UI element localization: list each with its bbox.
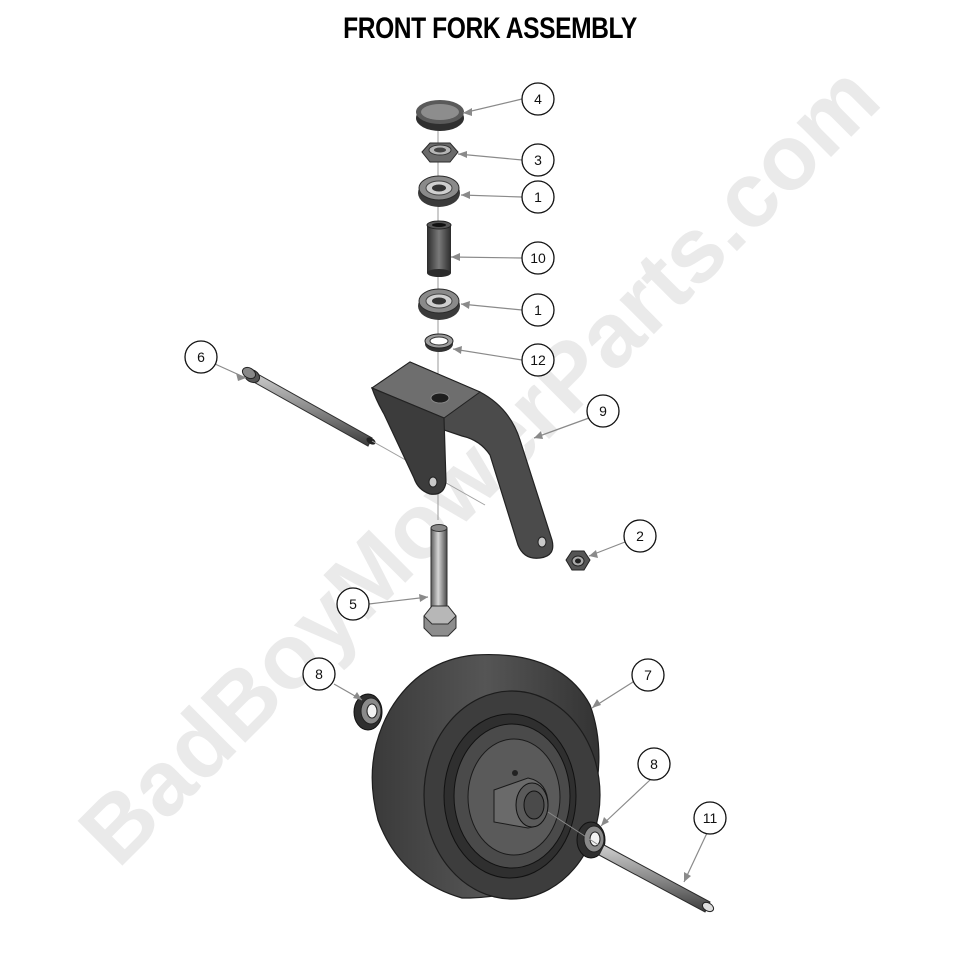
callout-10: 10 xyxy=(521,241,555,275)
callouts: 4 3 1 10 1 12 xyxy=(184,82,727,835)
leader-3 xyxy=(457,153,523,161)
callout-8-right: 8 xyxy=(637,747,671,781)
svg-text:7: 7 xyxy=(644,667,652,683)
svg-text:12: 12 xyxy=(530,352,546,368)
part-spacer-tube xyxy=(426,220,452,277)
leader-1b xyxy=(460,303,523,311)
part-seal-ring xyxy=(424,333,454,352)
leader-9 xyxy=(533,417,590,439)
leader-arrowheads xyxy=(236,108,691,882)
leader-5 xyxy=(368,596,429,605)
part-axle-pin xyxy=(598,844,715,913)
callout-2: 2 xyxy=(623,519,657,553)
part-king-bolt xyxy=(423,524,457,637)
svg-text:8: 8 xyxy=(650,756,658,772)
leader-11 xyxy=(683,832,708,883)
callout-11: 11 xyxy=(693,801,727,835)
svg-text:10: 10 xyxy=(530,250,546,266)
svg-text:6: 6 xyxy=(197,349,205,365)
part-nut xyxy=(421,142,459,163)
leader-4 xyxy=(462,98,523,114)
part-bearing-lower xyxy=(418,288,460,320)
callout-4: 4 xyxy=(521,82,555,116)
svg-text:8: 8 xyxy=(315,666,323,682)
part-wheel-bearing-left xyxy=(353,693,383,731)
part-bearing-upper xyxy=(418,175,460,207)
part-wheel xyxy=(371,653,601,900)
callout-5: 5 xyxy=(336,587,370,621)
svg-text:1: 1 xyxy=(534,189,542,205)
svg-text:1: 1 xyxy=(534,302,542,318)
svg-text:5: 5 xyxy=(349,596,357,612)
part-lock-nut xyxy=(565,550,591,571)
leader-12 xyxy=(452,348,523,361)
callout-7: 7 xyxy=(631,658,665,692)
part-long-bolt xyxy=(241,366,376,447)
part-fork xyxy=(370,361,554,559)
svg-text:4: 4 xyxy=(534,91,542,107)
svg-text:9: 9 xyxy=(599,403,607,419)
svg-text:11: 11 xyxy=(703,810,718,826)
callout-8-left: 8 xyxy=(302,657,336,691)
callout-12: 12 xyxy=(521,343,555,377)
svg-text:2: 2 xyxy=(636,528,644,544)
callout-6: 6 xyxy=(184,340,218,374)
svg-text:3: 3 xyxy=(534,152,542,168)
part-dust-cap xyxy=(416,100,464,131)
leader-1a xyxy=(460,194,523,198)
callout-3: 3 xyxy=(521,143,555,177)
diagram-title: FRONT FORK ASSEMBLY xyxy=(343,12,637,45)
leader-8b xyxy=(600,779,651,827)
callout-1-lower: 1 xyxy=(521,293,555,327)
callout-9: 9 xyxy=(586,394,620,428)
leader-10 xyxy=(450,256,523,259)
callout-1-upper: 1 xyxy=(521,180,555,214)
axle-axis-line xyxy=(547,811,601,847)
